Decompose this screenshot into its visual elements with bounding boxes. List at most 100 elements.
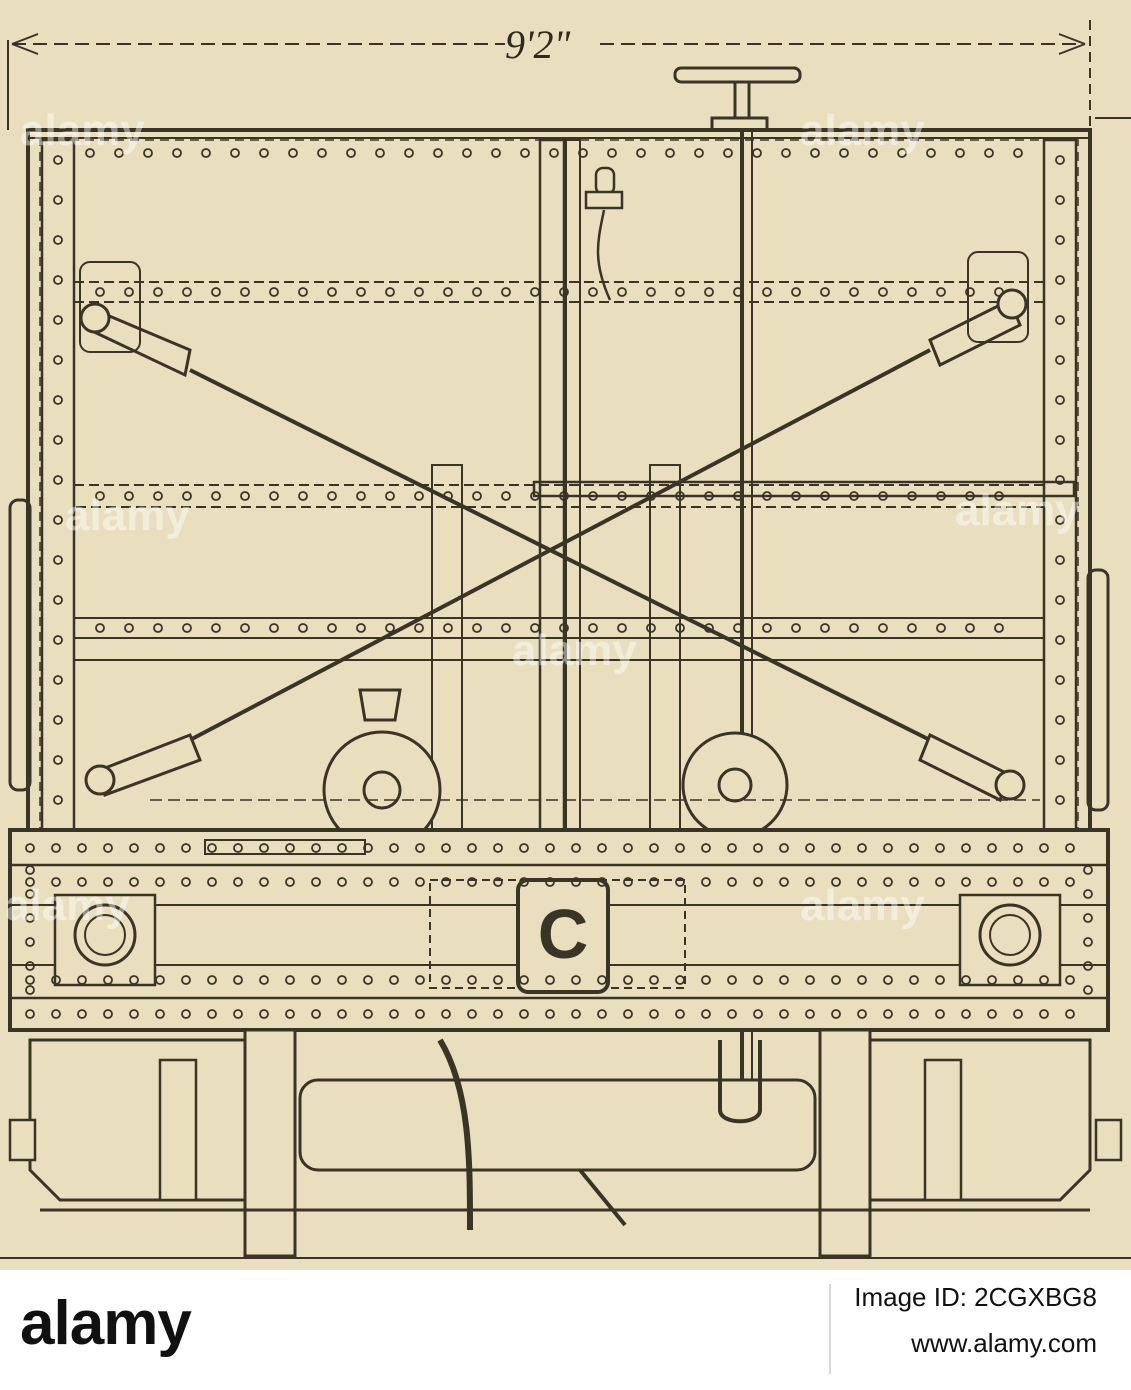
rivet: [95, 491, 105, 501]
brake-gear: [150, 688, 1040, 850]
journal-box-left: [28, 1038, 247, 1202]
rivet: [965, 287, 975, 297]
rivet: [831, 1009, 841, 1019]
rivet: [240, 623, 250, 633]
rivet: [1083, 889, 1093, 899]
rivet: [25, 877, 35, 887]
rivet: [493, 975, 503, 985]
rivet: [936, 491, 946, 501]
rivet: [617, 491, 627, 501]
rivet: [545, 843, 555, 853]
end-sill: [8, 828, 1110, 1032]
rivet: [831, 843, 841, 853]
rivet: [935, 843, 945, 853]
rivet: [356, 623, 366, 633]
rivet: [124, 287, 134, 297]
brake-wheel-hub: [733, 80, 751, 124]
rivet: [649, 843, 659, 853]
rivet: [820, 491, 830, 501]
wheel-left: [243, 1028, 297, 1258]
footer-divider: [829, 1284, 831, 1374]
rivet: [935, 975, 945, 985]
rivet: [404, 148, 414, 158]
rivet: [791, 287, 801, 297]
rivet: [259, 1009, 269, 1019]
rivet: [733, 287, 743, 297]
rivet: [155, 975, 165, 985]
dimension-arrow-right: [1058, 33, 1086, 55]
bolt-left: [8, 1118, 37, 1162]
rivet: [298, 491, 308, 501]
rivet: [559, 287, 569, 297]
rivet: [675, 491, 685, 501]
rivet: [25, 1009, 35, 1019]
rivet: [414, 623, 424, 633]
rivet: [77, 1009, 87, 1019]
rivet: [1013, 877, 1023, 887]
rivet: [327, 491, 337, 501]
rivet: [909, 843, 919, 853]
rivet: [883, 1009, 893, 1019]
rivet: [472, 491, 482, 501]
rivet: [1055, 675, 1065, 685]
rivet: [723, 148, 733, 158]
rivet: [994, 287, 1004, 297]
rivet: [1055, 355, 1065, 365]
rivet: [559, 491, 569, 501]
rivet: [211, 491, 221, 501]
ladder-rail-right: [649, 464, 681, 831]
rivet: [649, 975, 659, 985]
rivet: [51, 975, 61, 985]
watermark-text: alamy: [955, 486, 1080, 535]
rivet: [467, 975, 477, 985]
rivet: [1039, 975, 1049, 985]
watermark-text: alamy: [800, 106, 925, 155]
rivet: [849, 491, 859, 501]
rivet: [727, 843, 737, 853]
rivet: [337, 877, 347, 887]
rivet: [733, 623, 743, 633]
width-dimension: [7, 20, 1131, 130]
rivet: [675, 877, 685, 887]
rivet: [646, 623, 656, 633]
rivet: [285, 877, 295, 887]
rivets: [25, 148, 1093, 1019]
rivet: [779, 843, 789, 853]
gusset-upper-right: [967, 251, 1029, 343]
rivet: [752, 148, 762, 158]
rivet: [1055, 395, 1065, 405]
spring-right: [923, 1058, 963, 1202]
rivet: [53, 635, 63, 645]
grab-iron-right: [1086, 568, 1110, 812]
rivet: [530, 287, 540, 297]
rivet: [646, 491, 656, 501]
rivet: [53, 315, 63, 325]
rivet: [675, 1009, 685, 1019]
rivet: [385, 491, 395, 501]
rivet: [849, 287, 859, 297]
rivet: [545, 1009, 555, 1019]
rivet: [779, 1009, 789, 1019]
rivet: [25, 975, 35, 985]
rivet: [1065, 975, 1075, 985]
rivet: [805, 1009, 815, 1019]
rivet: [571, 975, 581, 985]
rivet: [857, 1009, 867, 1019]
rivet: [961, 877, 971, 887]
rivet: [230, 148, 240, 158]
rivet: [467, 1009, 477, 1019]
dimension-arrow-left: [11, 33, 39, 55]
rivet: [701, 1009, 711, 1019]
rivet: [414, 287, 424, 297]
rivet: [935, 1009, 945, 1019]
rivet: [259, 975, 269, 985]
rivet: [883, 843, 893, 853]
rivet: [285, 1009, 295, 1019]
buffer-right-inner: [989, 914, 1031, 956]
rivet: [878, 287, 888, 297]
rivet: [501, 491, 511, 501]
rivet: [207, 843, 217, 853]
rivet: [441, 877, 451, 887]
rivet: [415, 975, 425, 985]
rivet: [269, 623, 279, 633]
